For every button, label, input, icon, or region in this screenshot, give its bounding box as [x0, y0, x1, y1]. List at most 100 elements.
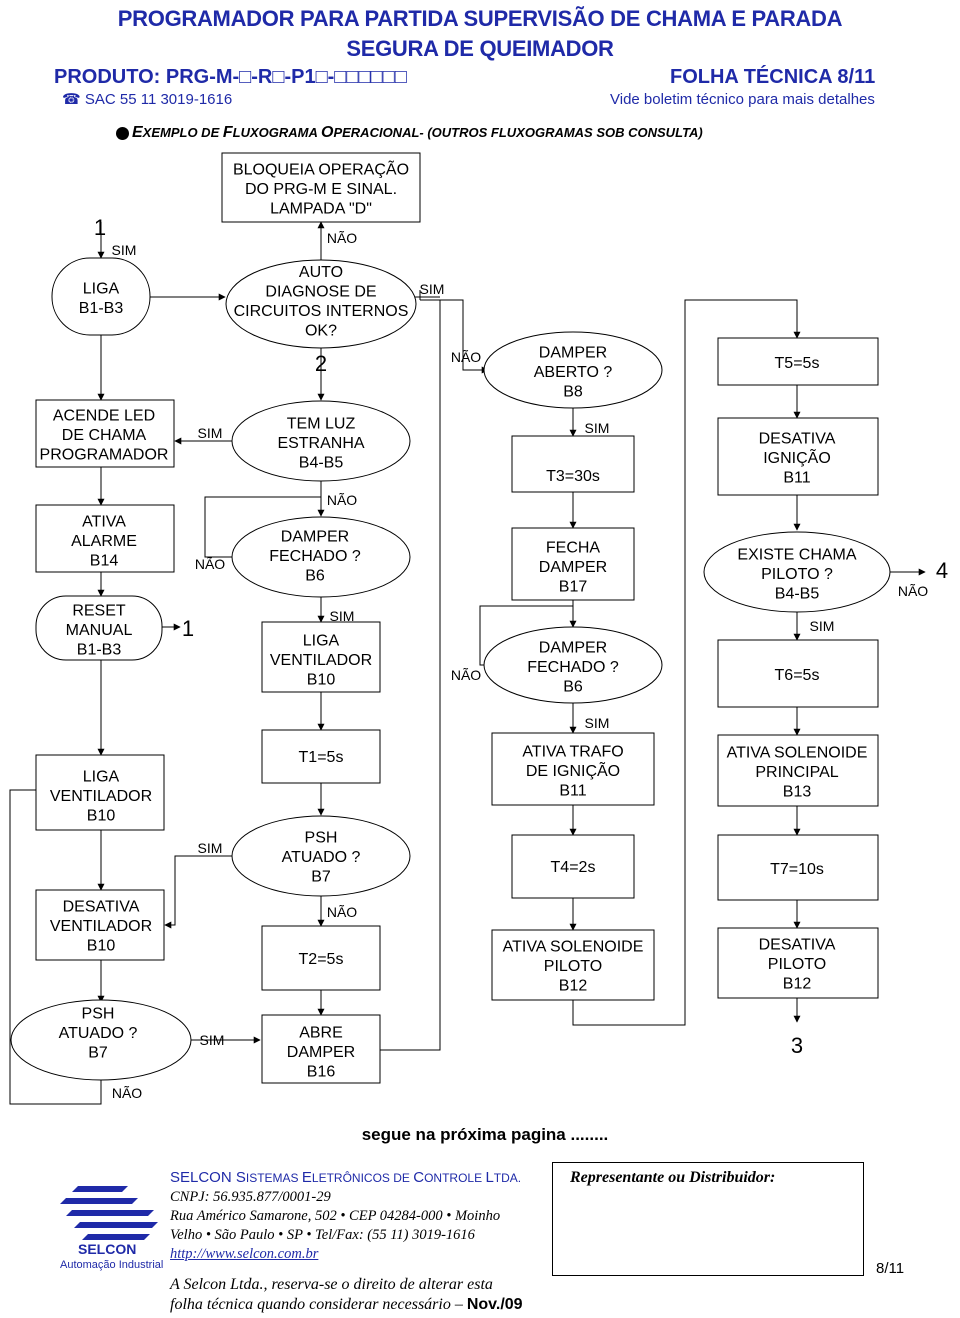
ativa-sol-principal-line: PRINCIPAL [755, 764, 838, 781]
t1-label: T1=5s [299, 749, 344, 766]
sim-label: SIM [420, 281, 445, 297]
damper-fechado-2-line: FECHADO ? [527, 659, 619, 676]
connector-4: 4 [936, 558, 948, 583]
logo-subtitle: Automação Industrial [60, 1259, 164, 1271]
ativa-sol-piloto-box [491, 929, 655, 1001]
segue-text: segue na próxima pagina ........ [362, 1125, 609, 1144]
ativa-trafo-box [491, 732, 655, 806]
t7-line: T7=10s [770, 861, 824, 878]
connector-2: 2 [315, 351, 327, 376]
nao-label: NÃO [195, 556, 225, 572]
fecha-damper-line: FECHA [546, 540, 601, 557]
tem-luz-line: ESTRANHA [277, 435, 364, 452]
damper-fechado-1-decision [231, 516, 411, 598]
desativa-vent-box [35, 889, 165, 961]
t2-label: T2=5s [299, 951, 344, 968]
damper-fechado-1-line: DAMPER [281, 529, 349, 546]
bullet-icon [116, 127, 129, 140]
desativa-vent-line: B10 [87, 938, 116, 955]
connector-1-top: 1 [94, 215, 106, 240]
existe-chama-line: EXISTE CHAMA [737, 547, 856, 564]
psh-mid-line: PSH [305, 830, 338, 847]
liga-vent-mid-line: VENTILADOR [270, 652, 372, 669]
existe-chama-line: B4-B5 [775, 586, 820, 603]
company-name: SELCON SISTEMAS ELETRÔNICOS DE CONTROLE … [170, 1169, 522, 1186]
revision-date: Nov./09 [466, 1296, 523, 1313]
selcon-logo [60, 1186, 158, 1240]
t6-box [717, 639, 879, 708]
t2-line: T2=5s [299, 951, 344, 968]
bloqueia-line: LAMPADA "D" [270, 201, 372, 218]
t6-line: T6=5s [775, 667, 820, 684]
desativa-ignicao-line: B11 [783, 470, 810, 487]
sim-label: SIM [198, 425, 223, 441]
company-info: SELCON SISTEMAS ELETRÔNICOS DE CONTROLE … [170, 1168, 521, 1264]
t4-label: T4=2s [551, 859, 596, 876]
liga-b1b3-terminal [51, 257, 151, 336]
t4-box [511, 834, 635, 899]
damper-fechado-2-decision [483, 626, 663, 704]
t5-label: T5=5s [775, 355, 820, 372]
cnpj: CNPJ: 56.935.877/0001-29 [170, 1189, 331, 1205]
psh-mid-line: B7 [311, 869, 331, 886]
representante-title: Representante ou Distribuidor: [570, 1169, 776, 1186]
abre-damper-line: ABRE [299, 1025, 343, 1042]
damper-fechado-1-line: B6 [305, 568, 325, 585]
damper-aberto-line: DAMPER [539, 345, 607, 362]
logo-name: SELCON [78, 1241, 137, 1257]
abre-damper-box [261, 1014, 381, 1084]
ativa-sol-piloto-line: PILOTO [544, 958, 602, 975]
liga-vent-mid-line: B10 [307, 672, 336, 689]
website-link[interactable]: http://www.selcon.com.br [170, 1246, 319, 1262]
psh-left-line: PSH [82, 1006, 115, 1023]
ativa-sol-principal-line: ATIVA SOLENOIDE [727, 745, 868, 762]
psh-mid-decision [231, 815, 411, 897]
t5-line: T5=5s [775, 355, 820, 372]
sim-label: SIM [198, 840, 223, 856]
page-number: 8/11 [876, 1260, 905, 1277]
nao-label: NÃO [327, 492, 357, 508]
desativa-ignicao-box [717, 417, 879, 496]
auto-diag-line: CIRCUITOS INTERNOS [234, 303, 409, 320]
reserva-text: A Selcon Ltda., reserva-se o direito de … [170, 1276, 523, 1313]
desativa-piloto-line: DESATIVA [759, 937, 836, 954]
damper-aberto-line: ABERTO ? [534, 364, 613, 381]
t2-box [261, 925, 381, 991]
auto-diag-line: DIAGNOSE DE [265, 283, 376, 300]
damper-aberto-decision [483, 331, 663, 409]
acende-led-line: PROGRAMADOR [40, 447, 169, 464]
psh-left-line: B7 [88, 1045, 108, 1062]
sac-phone: ☎ SAC 55 11 3019-1616 [62, 90, 232, 108]
t4-line: T4=2s [551, 859, 596, 876]
flow-lines [9, 221, 926, 1105]
produto-code: PRODUTO: PRG-M-□-R□-P1□-□□□□□□ [54, 66, 407, 88]
desativa-vent-line: VENTILADOR [50, 918, 152, 935]
desativa-piloto-box [717, 927, 879, 999]
section-title: EXEMPLO DE FLUXOGRAMA OPERACIONAL- (OUTR… [132, 124, 703, 141]
t1-line: T1=5s [299, 749, 344, 766]
reset-manual-terminal [35, 595, 163, 661]
acende-led-line: ACENDE LED [53, 408, 155, 425]
damper-fechado-2-line: DAMPER [539, 640, 607, 657]
liga-vent-left-line: LIGA [83, 769, 120, 786]
sim-label: SIM [200, 1032, 225, 1048]
auto-diag-line: OK? [305, 322, 337, 339]
ativa-trafo-line: DE IGNIÇÃO [526, 760, 620, 780]
flow-shapes [10, 152, 891, 1084]
reset-manual-line: MANUAL [66, 622, 133, 639]
ativa-trafo-line: ATIVA TRAFO [522, 744, 623, 761]
liga-vent-left-line: B10 [87, 808, 116, 825]
